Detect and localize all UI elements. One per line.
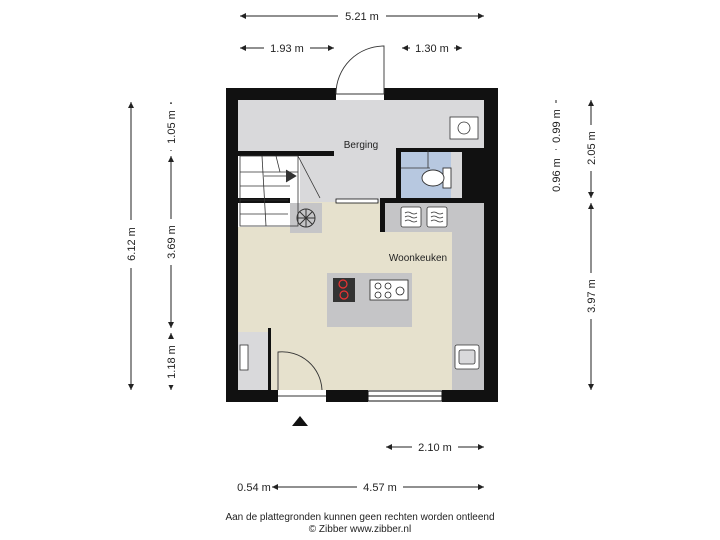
dimension-right-b: 0.99 m [549, 100, 563, 149]
dimension-bottom-inner: 2.10 m [386, 440, 484, 454]
dimension-top-left: 1.93 m [240, 41, 334, 55]
dimension-top-right: 1.30 m [402, 41, 462, 55]
front-door[interactable] [335, 45, 385, 95]
microwave-icon [426, 206, 448, 228]
oven-icon [400, 206, 422, 228]
induction-hob-icon [333, 278, 355, 302]
copyright-text: © Zibber www.zibber.nl [308, 524, 412, 535]
svg-text:1.30 m: 1.30 m [415, 43, 449, 55]
svg-text:4.57 m: 4.57 m [363, 482, 397, 494]
dimension-right-d: 3.97 m [584, 203, 598, 390]
toilet-door[interactable] [401, 150, 430, 169]
windows [335, 198, 443, 402]
svg-text:6.12 m: 6.12 m [126, 227, 138, 261]
svg-text:3.69 m: 3.69 m [166, 225, 178, 259]
stair-area [238, 155, 300, 227]
disclaimer-text: Aan de plattegronden kunnen geen rechten… [225, 512, 495, 523]
ventilation-icon [296, 208, 316, 228]
svg-text:2.10 m: 2.10 m [418, 442, 452, 454]
dimension-left-mid: 3.69 m [164, 156, 178, 328]
dimension-bottom-full: 4.57 m 0.54 m [237, 480, 484, 494]
gas-hob-icon [369, 279, 409, 301]
svg-text:2.05 m: 2.05 m [586, 131, 598, 165]
dimension-left-lower: 1.18 m [164, 333, 178, 390]
closet-icon [239, 344, 249, 371]
dimension-left-upper: 1.05 m [164, 102, 178, 151]
svg-text:1.05 m: 1.05 m [166, 110, 178, 144]
dimension-left-total: 6.12 m [124, 102, 138, 390]
sink-icon [454, 344, 480, 370]
toilet-icon [421, 167, 452, 189]
svg-text:1.93 m: 1.93 m [270, 43, 304, 55]
svg-text:0.99 m: 0.99 m [551, 109, 563, 143]
svg-text:0.96 m: 0.96 m [551, 158, 563, 192]
room-label-berging: Berging [344, 140, 378, 151]
dimension-right-a: 0.96 m [549, 148, 563, 198]
room-label-woonkeuken: Woonkeuken [389, 253, 447, 264]
svg-text:1.18 m: 1.18 m [166, 345, 178, 379]
svg-text:3.97 m: 3.97 m [586, 279, 598, 313]
washing-machine-icon [449, 116, 479, 140]
dimension-right-c: 2.05 m [584, 100, 598, 198]
svg-text:0.54 m: 0.54 m [237, 482, 271, 494]
staircase [239, 155, 321, 227]
dimension-top-total: 5.21 m [240, 9, 484, 23]
entrance-arrow-icon [292, 416, 308, 426]
svg-text:5.21 m: 5.21 m [345, 11, 379, 23]
walls [226, 88, 498, 402]
patio-door[interactable] [277, 351, 326, 397]
